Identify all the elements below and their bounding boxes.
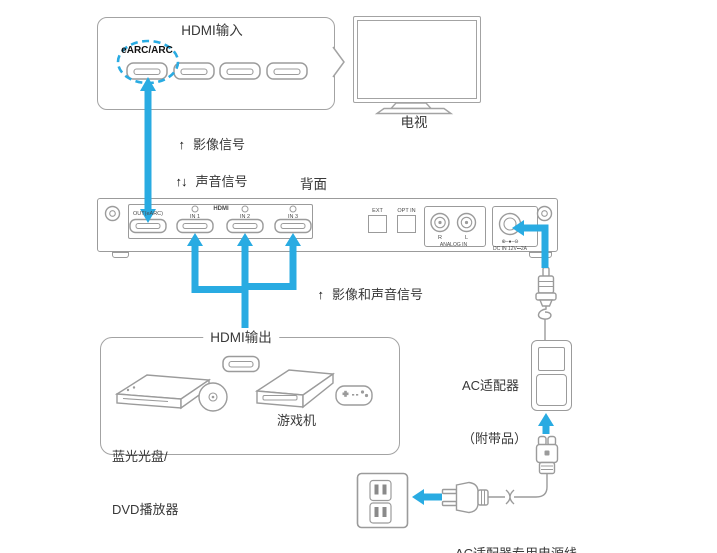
video-signal-annotation: ↑ 影像信号 (164, 121, 245, 169)
ac-adapter-label-area-bottom (536, 374, 567, 406)
in1-signal-arrow (187, 233, 242, 293)
analog-r-label: R (438, 234, 442, 241)
tv-stand (374, 102, 454, 115)
in1-port-label: IN 1 (189, 213, 201, 220)
tv-label: 电视 (400, 115, 428, 130)
game-console-illustration (254, 369, 373, 409)
analog-in-label: ANALOG IN (439, 241, 468, 248)
wall-outlet-illustration (356, 472, 409, 529)
up-arrow-icon: ↑ (178, 137, 184, 152)
dc-polarity-symbol: ⊕–●–⊖ (501, 238, 519, 245)
dc-plug-illustration (535, 266, 557, 340)
bluray-player-label: 蓝光光盘/ DVD播放器 (112, 449, 179, 517)
in2-signal-arrow (237, 233, 253, 328)
game-console-label: 游戏机 (277, 413, 317, 428)
power-cord-label: AC适配器专用电源线 （附带品） (443, 510, 589, 553)
signal-arrows (140, 77, 554, 505)
opt-in-port-label: OPT IN (397, 207, 416, 214)
power-cord-connector-illustration (488, 435, 559, 505)
hdmi-input-title: HDMI输入 (181, 23, 243, 38)
cable-break-symbol (505, 489, 515, 505)
in3-port-label: IN 3 (287, 213, 299, 220)
ac-adapter-label: AC适配器 （附带品） (462, 378, 528, 446)
hdmi-output-port-icon (222, 355, 260, 373)
in2-port-label: IN 2 (239, 213, 251, 220)
tv-hdmi-ports (126, 62, 308, 80)
earc-arc-label: eARC/ARC (121, 45, 173, 56)
up-arrow-icon: ↑ (317, 287, 323, 302)
outlet-arrow (412, 489, 442, 505)
tv-screen-inner (357, 20, 477, 99)
ext-port-label: EXT (372, 207, 383, 214)
ac-plug-illustration (441, 481, 489, 514)
dc-in-arrow (512, 220, 549, 268)
hdmi-section-label: HDMI (213, 205, 229, 212)
opt-in-port (397, 214, 416, 233)
panel-foot-right (529, 252, 552, 258)
analog-l-label: L (464, 234, 469, 241)
video-signal-label: 影像信号 (192, 137, 245, 152)
in3-signal-arrow (248, 233, 301, 290)
up-down-arrow-icon: ↑↓ (175, 174, 187, 189)
bluray-player-illustration (114, 374, 228, 412)
rear-panel-caption: 背面 (300, 177, 327, 192)
audio-signal-annotation: ↑↓ 声音信号 (161, 158, 247, 206)
av-signal-label: 影像和声音信号 (331, 287, 423, 302)
ext-port (368, 214, 387, 233)
audio-signal-label: 声音信号 (195, 174, 248, 189)
out-earc-port-label: OUT(eARC) (133, 211, 163, 217)
earc-signal-arrow (140, 77, 156, 223)
ac-adapter-label-area-top (538, 347, 565, 371)
panel-foot-left (112, 252, 129, 258)
rear-panel-details (104, 205, 553, 236)
adapter-in-arrow (538, 413, 554, 434)
hdmi-output-title: HDMI输出 (203, 330, 279, 346)
av-signal-annotation: ↑ 影像和声音信号 (303, 271, 423, 319)
dc-in-label: DC IN 12V⎓2A (492, 245, 528, 252)
callout-pointer (332, 46, 345, 78)
